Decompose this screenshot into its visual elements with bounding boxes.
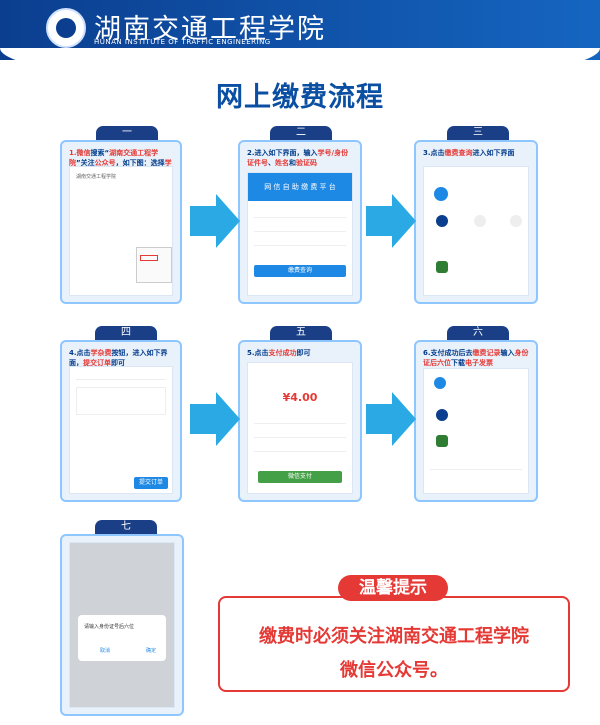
step-5-panel: 5.点击支付成功即可 ¥4.00 微信支付: [238, 340, 362, 502]
step-4-screen: 提交订单: [69, 366, 173, 494]
submit-order-button[interactable]: 提交订单: [134, 477, 168, 489]
step-1-tab: 一: [96, 126, 158, 140]
step-2-screen: 网 信 自 助 缴 费 平 台 缴费查询: [247, 172, 353, 296]
query-button[interactable]: 缴费查询: [254, 265, 346, 277]
school-name-en: HUNAN INSTITUTE OF TRAFFIC ENGINEERING: [94, 38, 271, 46]
id-dialog-text: 请输入身份证号后六位: [84, 624, 135, 630]
wechat-pay-button[interactable]: 微信支付: [258, 471, 342, 483]
step-3-screen: [423, 166, 529, 296]
step-1-screen: 湖南交通工程学院: [69, 166, 173, 296]
step-6-text: 6.支付成功后去缴费记录输入身份证后六位下载电子发票: [423, 349, 529, 367]
arrow-right-icon: [190, 392, 240, 446]
arrow-right-icon: [190, 194, 240, 248]
step-5-tab: 五: [270, 326, 332, 340]
notice-tag: 温馨提示: [338, 575, 448, 601]
arrow-right-icon: [366, 392, 416, 446]
step-7-screen: 请输入身份证号后六位 取消 确定: [69, 542, 175, 708]
dialog-ok[interactable]: 确定: [146, 648, 157, 654]
step-3-tab: 三: [447, 126, 509, 140]
step-5-text: 5.点击支付成功即可: [247, 349, 311, 357]
school-name-cn: 湖南交通工程学院: [94, 14, 326, 45]
step-2-tab: 二: [270, 126, 332, 140]
school-logo-icon: [46, 8, 86, 48]
step-4-text: 4.点击学杂费按钮，进入如下界面，提交订单即可: [69, 349, 168, 367]
dialog-cancel[interactable]: 取消: [100, 648, 111, 654]
step-6-panel: 6.支付成功后去缴费记录输入身份证后六位下载电子发票: [414, 340, 538, 502]
step-4-tab: 四: [95, 326, 157, 340]
step-6-tab: 六: [447, 326, 509, 340]
step-7-tab: 七: [95, 520, 157, 534]
step-6-screen: [423, 368, 529, 494]
step-4-panel: 4.点击学杂费按钮，进入如下界面，提交订单即可 提交订单: [60, 340, 182, 502]
step-3-text: 3.点击缴费查询进入如下界面: [423, 149, 515, 157]
step-1-panel: 1.微信搜索“湖南交通工程学院”关注公众号，如下图：选择学生缴费 湖南交通工程学…: [60, 140, 182, 304]
payment-platform-banner: 网 信 自 助 缴 费 平 台: [248, 173, 352, 201]
arrow-right-icon: [366, 194, 416, 248]
notice-text: 缴费时必须关注湖南交通工程学院 微信公众号。: [259, 626, 529, 681]
step-5-screen: ¥4.00 微信支付: [247, 362, 353, 494]
payment-amount: ¥4.00: [282, 391, 318, 404]
notice-box: [218, 596, 570, 692]
step-3-panel: 3.点击缴费查询进入如下界面: [414, 140, 538, 304]
page-title: 网上缴费流程: [216, 82, 384, 113]
step-2-text: 2.进入如下界面，输入学号/身份证件号、姓名和验证码: [247, 149, 349, 167]
step-2-panel: 2.进入如下界面，输入学号/身份证件号、姓名和验证码 网 信 自 助 缴 费 平…: [238, 140, 362, 304]
step-7-panel: 请输入身份证号后六位 取消 确定: [60, 534, 184, 716]
